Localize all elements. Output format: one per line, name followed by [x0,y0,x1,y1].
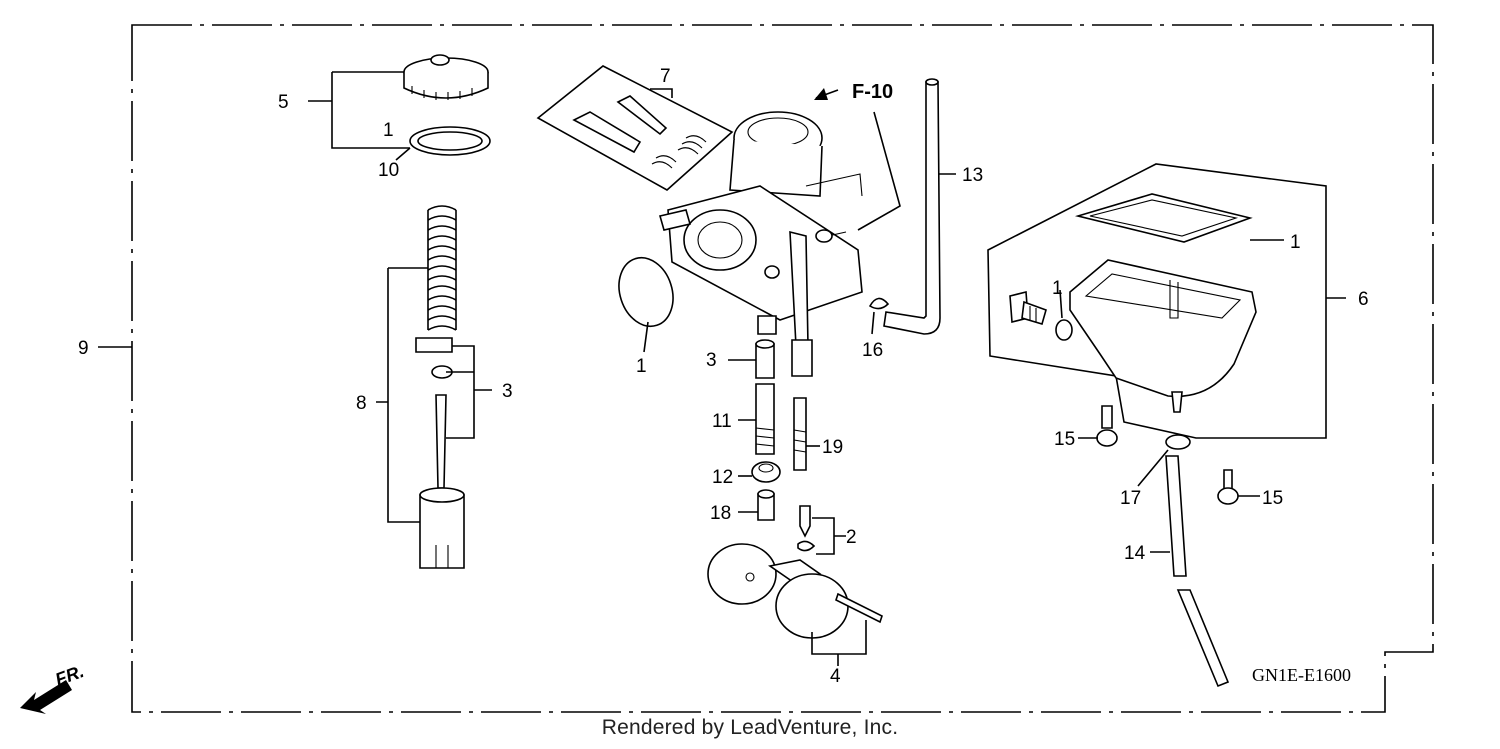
screw-kit-frame [536,65,734,191]
callout-14: 14 [1124,543,1146,564]
float-chamber-part [1069,259,1257,413]
top-cap-part [403,54,489,100]
chamber-gasket-part [1074,193,1253,243]
needle-jet-holder-part [755,339,775,379]
callout-16: 16 [862,340,883,361]
callout-3-center: 3 [706,350,717,371]
reference-f10: F-10 [852,81,893,103]
float-part [707,543,883,639]
screw-left-part [1096,405,1118,447]
callout-4: 4 [830,666,841,687]
callout-15-left: 15 [1054,429,1075,450]
callout-8: 8 [356,393,367,414]
carburetor-body-part [658,111,863,377]
needle-clip-part [415,337,453,379]
rendered-by-footer: Rendered by LeadVenture, Inc. [601,716,899,739]
front-direction-label: FR. [53,661,87,690]
callout-1-screw: 1 [1052,278,1063,299]
main-jet-part [751,461,781,483]
callout-19: 19 [822,437,843,458]
callout-5: 5 [278,92,289,113]
callout-1-gasket: 1 [1290,232,1301,253]
callout-18: 18 [710,503,731,524]
pilot-screw-part [572,95,707,169]
callout-10: 10 [378,160,399,181]
callout-17: 17 [1120,488,1141,509]
callout-15-right: 15 [1262,488,1283,509]
drain-screw-part [757,489,775,521]
diagram-frame [131,24,1434,713]
callout-11: 11 [712,411,732,432]
slow-jet-part [793,397,807,471]
callout-1-cap: 1 [383,120,394,141]
float-chamber-frame [987,163,1327,439]
o-ring-part [618,256,674,328]
callout-9: 9 [78,338,89,359]
drain-tube-part [1165,455,1230,688]
callout-6: 6 [1358,289,1369,310]
callout-2: 2 [846,527,857,548]
callout-3-left: 3 [502,381,513,402]
front-direction-arrow [20,680,72,714]
screw-right-part [1217,469,1239,505]
throttle-valve-part [419,487,465,569]
callout-7: 7 [660,66,671,87]
callout-1-oring: 1 [636,356,647,377]
cap-gasket-part [409,126,491,156]
drain-tube-clip-part [1165,434,1191,450]
float-valve-part [797,505,816,552]
jet-needle-part [435,394,447,489]
throttle-spring-part [427,205,457,331]
vent-tube-part [883,78,941,335]
diagram-code: GN1E-E1600 [1252,665,1351,685]
callout-12: 12 [712,467,733,488]
main-jet-holder-part [755,383,775,455]
tube-clip-part [868,297,890,310]
callout-13: 13 [962,165,983,186]
screw-o-ring-part [1055,319,1073,341]
chamber-screw-part [1009,290,1047,325]
